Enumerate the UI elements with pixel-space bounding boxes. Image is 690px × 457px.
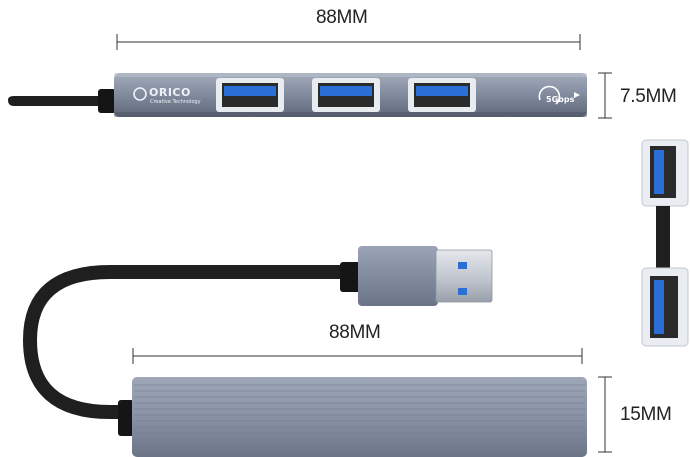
indicator-arrow-icon [574,92,580,98]
top-thickness-dimension-line [598,72,612,119]
top-view-usb-port-1 [216,78,284,112]
brand-name: ORICO [149,86,191,99]
end-view-lower-port [641,267,689,347]
speed-badge-label: 5Gbps [546,95,575,104]
top-view-usb-port-2 [312,78,380,112]
top-length-label: 88MM [316,7,368,28]
top-length-dimension-line [116,34,581,50]
brand-tagline: Creative Technology [150,99,201,105]
end-view-upper-port [641,139,689,207]
bottom-length-dimension-line [132,348,583,364]
bottom-view-hub [132,377,587,457]
bottom-view-cable-strain-relief [118,400,134,436]
speed-badge-icon [538,85,561,105]
orico-logo-icon [133,87,147,101]
top-thickness-label: 7.5MM [620,86,677,107]
top-view-cable [8,96,104,106]
bottom-length-label: 88MM [329,322,381,343]
bottom-view-cable [22,265,365,419]
end-view-cable [656,206,670,268]
bottom-width-dimension-line [598,376,612,453]
usb-plug-housing [358,246,438,306]
top-view-usb-port-3 [408,78,476,112]
bottom-width-label: 15MM [620,404,672,425]
top-view-cable-strain-relief [98,89,116,113]
usb-a-plug [435,249,493,303]
